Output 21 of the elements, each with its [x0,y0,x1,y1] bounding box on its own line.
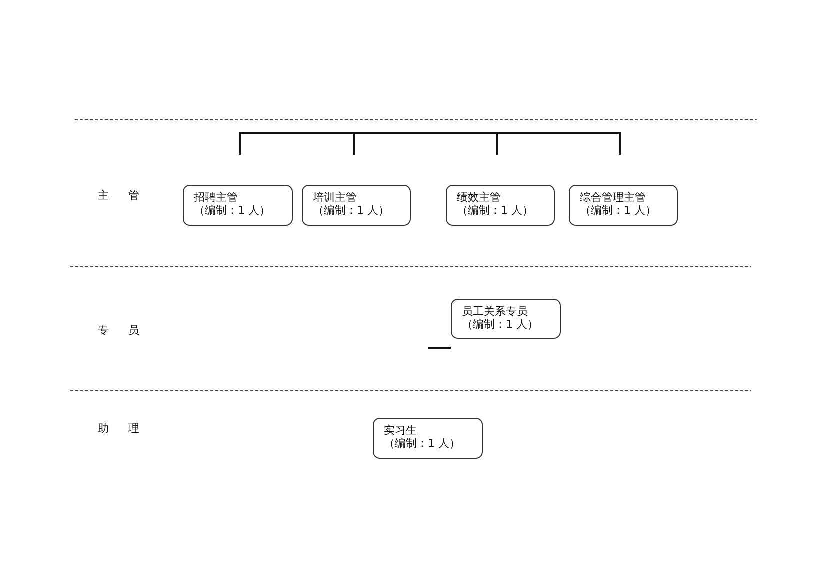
headcount-text: （编制：1 人） [194,204,272,217]
position-box [446,185,555,226]
level-label: 专 员 [98,323,140,338]
level-label: 主 管 [98,188,140,203]
position-title: 综合管理主管 [580,191,647,204]
position-box [451,299,561,339]
position-box [183,185,293,226]
position-title: 员工关系专员 [462,305,529,318]
position-title: 实习生 [384,424,418,437]
headcount-text: （编制：1 人） [313,204,390,217]
position-box [302,185,411,226]
position-box [569,185,678,226]
position-title: 培训主管 [313,191,358,204]
headcount-text: （编制：1 人） [457,204,534,217]
position-box [373,418,483,459]
headcount-text: （编制：1 人） [580,204,658,217]
headcount-text: （编制：1 人） [462,318,540,331]
position-title: 绩效主管 [457,191,502,204]
headcount-text: （编制：1 人） [384,437,462,450]
level-label: 助 理 [98,421,140,436]
position-title: 招聘主管 [194,191,239,204]
